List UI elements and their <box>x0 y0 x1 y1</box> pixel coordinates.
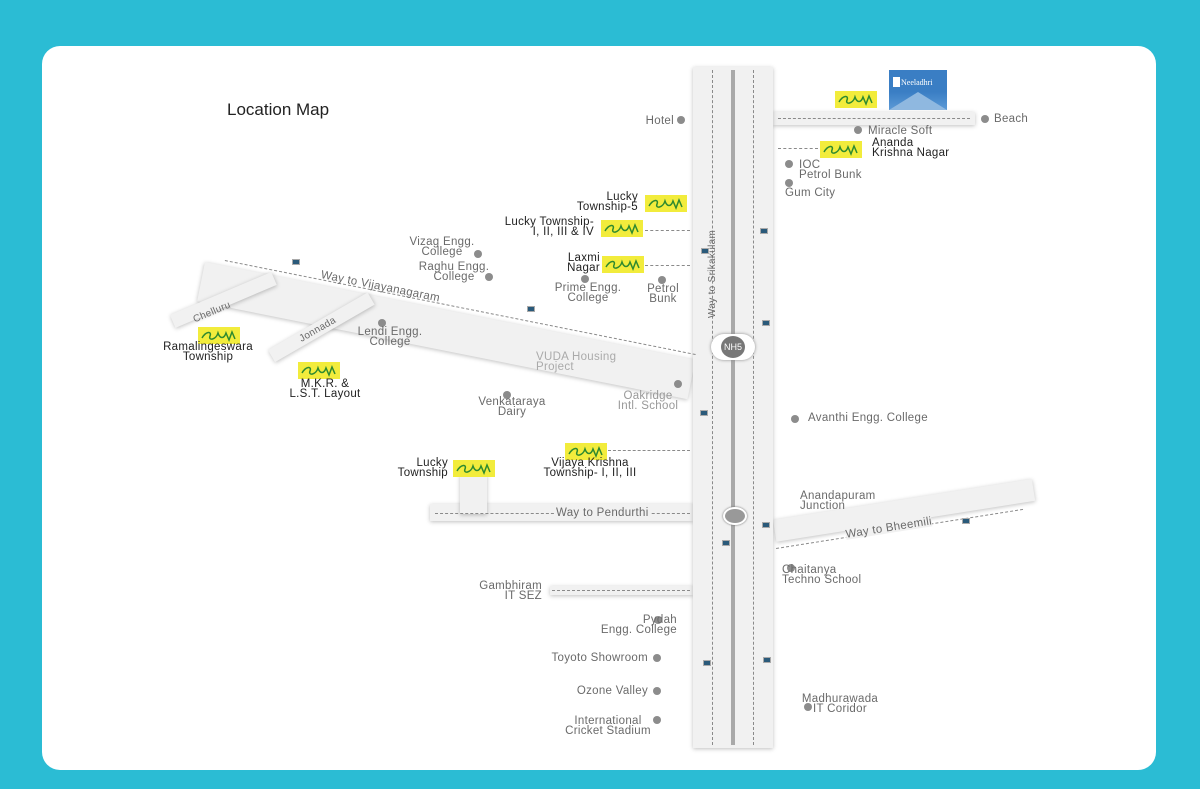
lane-line <box>712 70 713 745</box>
project-label: Vijaya Krishna Township- I, II, III <box>543 457 637 479</box>
lane-line <box>753 70 754 745</box>
project-logo-icon <box>298 362 340 379</box>
place-label: VUDA Housing Project <box>536 351 617 373</box>
place-marker <box>581 275 589 283</box>
place-label: IOC Petrol Bunk <box>799 159 862 181</box>
place-label: Lendi Engg. College <box>357 326 423 348</box>
car-icon <box>763 657 771 663</box>
car-icon <box>703 660 711 666</box>
place-label: Petrol Bunk <box>647 283 679 305</box>
nh5-badge: NH5 <box>721 336 745 358</box>
project-logo-icon <box>820 141 862 158</box>
lane-line <box>645 265 690 266</box>
place-label: Madhurawada IT Coridor <box>801 693 879 715</box>
car-icon <box>292 259 300 265</box>
place-marker <box>378 319 386 327</box>
place-label: Hotel <box>645 115 674 127</box>
road-label-srikakulam: Way to Srikakulam <box>707 229 718 318</box>
lane-line <box>608 450 690 451</box>
place-label: Anandapuram Junction <box>800 490 876 512</box>
place-marker <box>485 273 493 281</box>
place-label: Beach <box>994 113 1029 125</box>
project-logo-icon <box>565 443 607 460</box>
place-marker <box>653 687 661 695</box>
place-marker <box>653 654 661 662</box>
place-marker <box>503 391 511 399</box>
place-marker <box>653 716 661 724</box>
project-logo-icon <box>645 195 687 212</box>
place-marker <box>785 179 793 187</box>
place-label: Oakridge Intl. School <box>617 390 679 412</box>
car-icon <box>700 410 708 416</box>
brand-name: Neeladhri <box>901 78 933 87</box>
place-label: International Cricket Stadium <box>565 715 651 737</box>
road-label-pendurthi: Way to Pendurthi <box>554 507 651 519</box>
place-marker <box>981 115 989 123</box>
place-label: Vizag Engg. College <box>409 236 475 258</box>
place-marker <box>677 116 685 124</box>
project-label: Ramalingeswara Township <box>163 341 253 363</box>
place-marker <box>674 380 682 388</box>
lane-line <box>645 230 690 231</box>
car-icon <box>760 228 768 234</box>
highway-median <box>731 70 735 745</box>
place-marker <box>474 250 482 258</box>
car-icon <box>762 522 770 528</box>
project-logo-icon <box>835 91 877 108</box>
lane-line <box>552 590 690 591</box>
place-marker <box>787 564 795 572</box>
project-logo-icon <box>601 220 643 237</box>
place-marker <box>854 126 862 134</box>
place-marker <box>785 160 793 168</box>
place-marker <box>658 276 666 284</box>
place-label: Gambhiram IT SEZ <box>479 580 542 602</box>
place-label: Avanthi Engg. College <box>808 412 928 424</box>
place-label: Gum City <box>785 187 836 199</box>
project-logo-icon <box>198 327 240 344</box>
car-icon <box>762 320 770 326</box>
project-label: Ananda Krishna Nagar <box>872 137 950 159</box>
car-icon <box>527 306 535 312</box>
lane-line <box>778 148 818 149</box>
road-lucky-township <box>460 474 487 514</box>
project-label: Lucky Township- I, II, III & IV <box>504 216 594 238</box>
place-marker <box>791 415 799 423</box>
car-icon <box>962 518 970 524</box>
project-logo-icon <box>602 256 644 273</box>
project-label: Lucky Township <box>397 457 448 479</box>
project-logo-icon <box>453 460 495 477</box>
junction-marker <box>723 507 747 525</box>
place-label: Miracle Soft <box>868 125 933 137</box>
map-title: Location Map <box>227 100 330 119</box>
place-marker <box>654 616 662 624</box>
project-label: M.K.R. & L.S.T. Layout <box>289 378 361 400</box>
map-card <box>42 46 1156 770</box>
place-label: Ozone Valley <box>576 685 648 697</box>
lane-line <box>778 118 970 119</box>
place-label: Venkataraya Dairy <box>478 396 546 418</box>
car-icon <box>701 248 709 254</box>
neeladhri-logo: Neeladhri <box>889 70 947 110</box>
place-label: Prime Engg. College <box>554 282 622 304</box>
place-label: Raghu Engg. College <box>418 261 490 283</box>
place-marker <box>804 703 812 711</box>
car-icon <box>722 540 730 546</box>
place-label: Pydah Engg. College <box>600 614 677 636</box>
project-label: Lucky Township-5 <box>576 191 638 213</box>
place-label: Toyoto Showroom <box>551 652 648 664</box>
project-label: Laxmi Nagar <box>567 252 600 274</box>
place-label: Chaitanya Techno School <box>782 564 862 586</box>
